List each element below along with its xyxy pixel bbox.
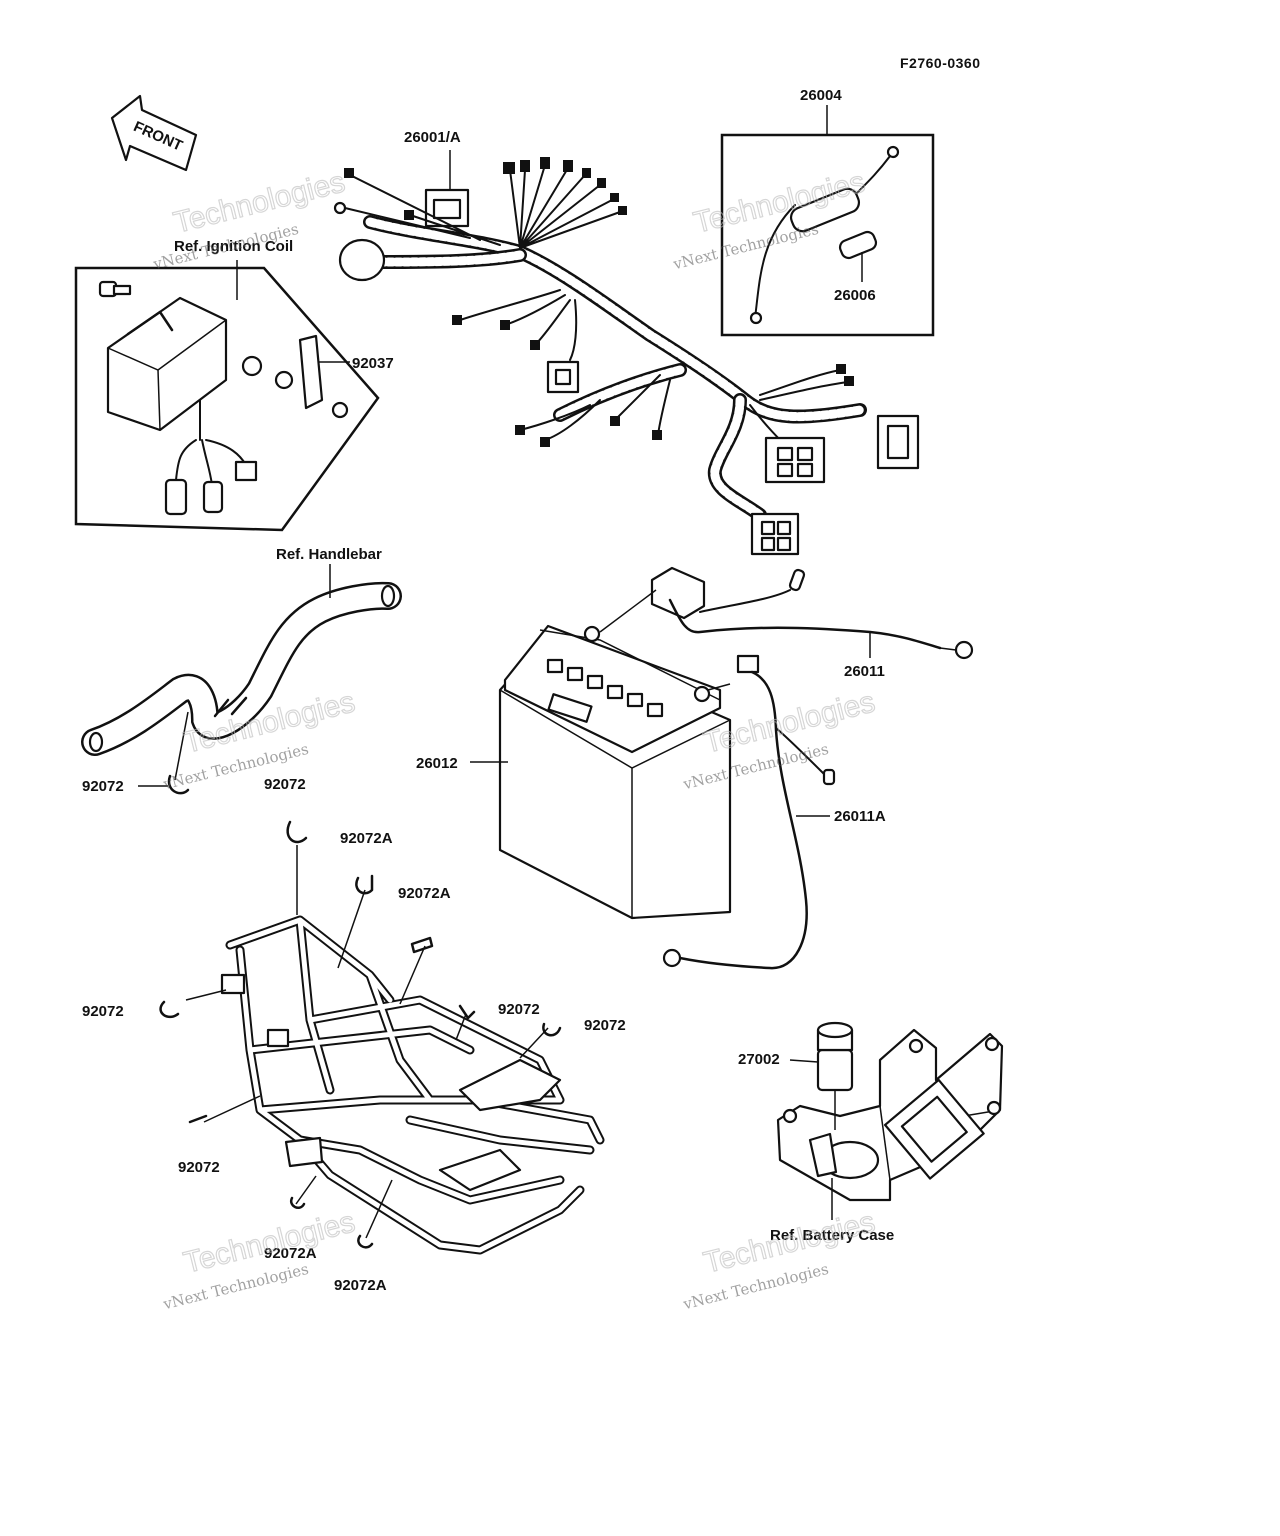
label-cable-positive: 26011 <box>844 663 885 680</box>
label-battery-case-ref: Ref. Battery Case <box>770 1227 894 1244</box>
label-clamp-frame-top: 92072 <box>264 776 306 793</box>
label-clamp-a-mid: 92072A <box>398 885 451 902</box>
label-clamp-a-low2: 92072A <box>334 1277 387 1294</box>
wiring-harness: 26001/A <box>333 129 920 556</box>
clamp-icon <box>542 1022 562 1037</box>
clamp-icon <box>355 874 374 895</box>
label-fuse: 26006 <box>834 287 876 304</box>
negative-cable-group: 26011A <box>662 654 886 970</box>
label-relay: 27002 <box>738 1051 780 1068</box>
label-clamp-left: 92072 <box>82 1003 124 1020</box>
ignition-coil-group: Ref. Ignition Coil 92037 <box>74 238 394 532</box>
label-battery: 26012 <box>416 755 458 772</box>
label-harness: 26001/A <box>404 129 461 146</box>
label-fuse-holder: 26004 <box>800 87 842 104</box>
label-clamp-handlebar: 92072 <box>82 778 124 795</box>
battery-group: 26012 <box>416 624 732 920</box>
label-bracket: 92037 <box>352 355 394 372</box>
battery-case-group: 27002 Ref. Battery Case <box>738 1021 1004 1244</box>
battery-cells <box>546 658 664 718</box>
handlebar-group: Ref. Handlebar 92072 <box>81 546 402 795</box>
clamp-icon <box>458 1004 476 1020</box>
frame-clamps <box>159 820 562 1249</box>
positive-cable-group: 26011 <box>599 566 974 680</box>
fuse-holder-group: 26004 26006 <box>720 87 935 337</box>
front-arrow-icon: FRONT <box>110 94 198 172</box>
frame-group <box>185 845 605 1255</box>
label-handlebar-ref: Ref. Handlebar <box>276 546 382 563</box>
label-ignition-coil-ref: Ref. Ignition Coil <box>174 238 293 255</box>
clamp-icon <box>188 1114 208 1124</box>
clamp-icon <box>289 1196 306 1209</box>
clamp-icon <box>159 1000 180 1019</box>
clamp-icon <box>286 820 308 844</box>
label-clamp-a-top: 92072A <box>340 830 393 847</box>
label-clamp-right: 92072 <box>584 1017 626 1034</box>
label-cable-negative: 26011A <box>834 808 886 825</box>
label-clamp-center: 92072 <box>498 1001 540 1018</box>
clamp-icon <box>410 936 434 954</box>
label-clamp-a-low1: 92072A <box>264 1245 317 1262</box>
figure-code: F2760-0360 <box>900 55 981 71</box>
clamp-icon <box>357 1234 374 1249</box>
label-clamp-bottom: 92072 <box>178 1159 220 1176</box>
